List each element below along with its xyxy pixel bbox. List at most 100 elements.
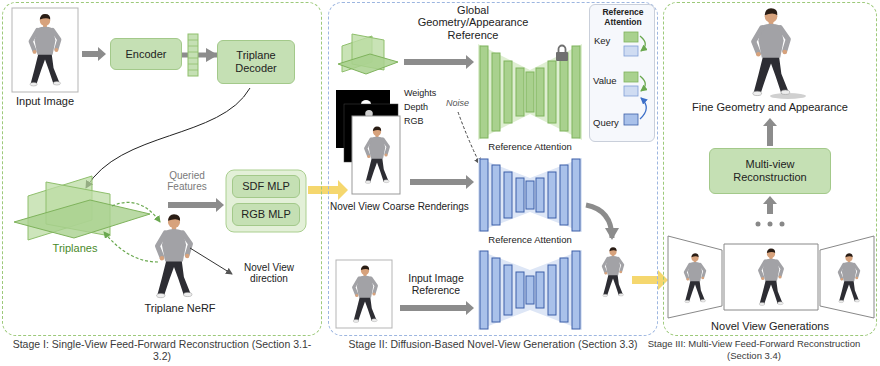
label-text: Novel View direction xyxy=(236,262,302,284)
stage-two-art xyxy=(480,159,580,231)
process-box: Encoder xyxy=(110,38,182,70)
connector-arrow xyxy=(182,53,217,58)
box-text: SDF MLP xyxy=(238,180,294,193)
panel-caption: Stage I: Single-View Feed-Forward Recons… xyxy=(12,338,312,362)
stage-two-art xyxy=(404,55,474,69)
stage-two-art xyxy=(492,53,500,131)
stage-two-art xyxy=(548,172,556,218)
label-text: Queried Features xyxy=(150,170,224,192)
stage-three-art xyxy=(685,253,706,302)
stage-two-art xyxy=(624,46,638,56)
stage-two-art xyxy=(352,116,400,194)
stage-three-art xyxy=(724,244,818,310)
stage-two-art xyxy=(572,159,580,231)
stage-two-art xyxy=(560,165,568,225)
stage-two-art xyxy=(572,251,580,329)
stage-one-art xyxy=(14,200,150,238)
stage-two-art xyxy=(536,272,544,308)
label-text: Input Image xyxy=(8,95,82,107)
stage-three-art xyxy=(763,196,777,214)
stage-two-art xyxy=(624,32,638,42)
stage-three-art xyxy=(759,249,783,306)
stage-two-art xyxy=(640,76,645,91)
stage-two-art xyxy=(458,112,480,164)
stage-two-art xyxy=(336,4,668,330)
stage-two-art xyxy=(572,46,580,138)
mlp-box: SDF MLP xyxy=(232,175,300,198)
stage-two-art xyxy=(526,72,534,112)
stage-two-art xyxy=(548,265,556,315)
label-text: Weights xyxy=(404,88,436,98)
stage-one-art xyxy=(190,248,232,274)
stage-two-art xyxy=(559,46,566,52)
label-text: RGB xyxy=(404,116,424,126)
stage-three-art xyxy=(753,8,790,95)
stage-panel: Stage II: Diffusion-Based Novel-View Gen… xyxy=(328,2,658,364)
stage-two-art xyxy=(365,127,389,184)
panel-border xyxy=(328,2,658,336)
stage-two-art xyxy=(560,258,568,322)
stage-two-art xyxy=(516,272,524,308)
label-text: Reference Attention xyxy=(486,235,573,246)
stage-two-art xyxy=(624,114,638,125)
stage-one-art xyxy=(226,170,306,232)
process-box: Triplane Decoder xyxy=(217,40,295,84)
stage-two-art xyxy=(603,247,624,296)
stage-two-art xyxy=(400,301,474,315)
stage-two-art xyxy=(624,86,638,96)
stage-one-art xyxy=(12,8,78,92)
stage-two-art xyxy=(536,68,544,116)
stage-two-art xyxy=(516,68,524,116)
stage-three-art xyxy=(839,253,860,302)
stage-two-art xyxy=(526,276,534,304)
label-text: Noise xyxy=(446,98,469,108)
stage-one-art xyxy=(82,47,106,61)
stage-two-art xyxy=(480,251,580,329)
stage-two-art xyxy=(480,46,488,138)
attention-term: Query xyxy=(593,118,619,129)
attention-term: Value xyxy=(593,76,617,87)
label-text: Input Image Reference xyxy=(398,273,474,297)
mlp-box: RGB MLP xyxy=(232,203,300,226)
box-text: Triplane Decoder xyxy=(218,49,294,74)
stage-two-art xyxy=(640,36,645,51)
process-box: Multi-view Reconstruction xyxy=(709,148,831,194)
stage-two-art xyxy=(336,260,392,328)
stage-one-art xyxy=(188,40,198,70)
box-text: RGB MLP xyxy=(237,208,295,221)
stage-one-art xyxy=(168,198,224,212)
stage-two-art xyxy=(504,172,512,218)
panel-caption: Stage III: Multi-View Feed-Forward Recon… xyxy=(634,338,874,362)
stage-one-art xyxy=(157,214,192,297)
panel-caption: Stage II: Diffusion-Based Novel-View Gen… xyxy=(348,338,638,350)
stage-two-art xyxy=(480,159,488,231)
stage-two-art xyxy=(492,258,500,322)
stage-two-art xyxy=(548,61,556,123)
stage-three-art xyxy=(668,8,874,318)
stage-two-art xyxy=(536,178,544,212)
stage-one-art xyxy=(86,88,250,188)
label-text: Triplane NeRF xyxy=(134,302,226,314)
stage-two-art xyxy=(586,205,612,238)
stage-two-art xyxy=(504,265,512,315)
stage-one-art xyxy=(30,14,60,86)
stage-two-art xyxy=(560,53,568,131)
label-text: Fine Geometry and Appearance xyxy=(672,101,868,113)
stage-two-art xyxy=(353,266,377,323)
attention-term: Key xyxy=(594,36,610,47)
stage-one-art xyxy=(104,232,158,262)
stage-three-art xyxy=(820,236,874,318)
label-text: Triplanes xyxy=(40,242,110,254)
stage-two-art xyxy=(556,52,568,61)
stage-two-art xyxy=(640,98,646,119)
label-text: Global Geometry/Appearance Reference xyxy=(412,4,534,41)
stage-two-art xyxy=(624,72,638,82)
stage-panel: Stage III: Multi-View Feed-Forward Recon… xyxy=(663,2,877,364)
label-text: Reference Attention xyxy=(486,142,573,153)
stage-two-art xyxy=(526,181,534,209)
stage-one-art xyxy=(12,8,348,298)
label-text: Novel View Coarse Renderings xyxy=(330,201,469,212)
stage-one-art xyxy=(112,202,160,222)
